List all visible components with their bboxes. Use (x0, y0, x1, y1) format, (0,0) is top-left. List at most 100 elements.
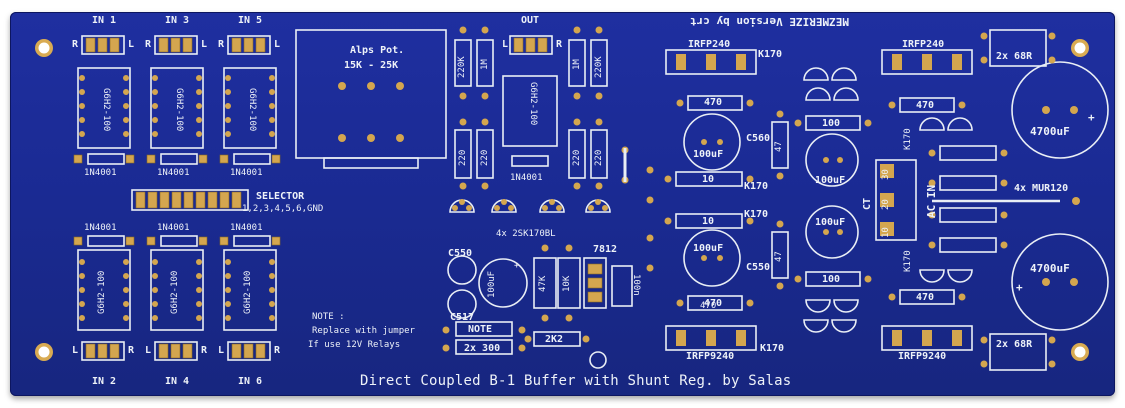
c4700u-top: 4700uF (1030, 125, 1070, 138)
k170-1: K170 (758, 49, 783, 60)
in1-l: L (128, 39, 135, 50)
note-line1: Replace with jumper (312, 326, 415, 336)
r100-2: 100 (822, 274, 841, 285)
r2x68-top: 2x 68R (996, 51, 1033, 62)
note-line2: If use 12V Relays (308, 340, 401, 350)
irfp240-right: IRFP240 (902, 39, 945, 50)
relay-label-2: G6H2-100 (97, 270, 107, 314)
mounting-holes (35, 39, 1089, 361)
r47k: 47K (538, 275, 548, 292)
r470-1: 470 (704, 97, 723, 108)
r220k-left: 220K (457, 56, 467, 78)
diode-label-bottom-4: 1N4001 (157, 223, 190, 233)
input-headers-bottom (81, 341, 271, 361)
c4700u-bottom: 4700uF (1030, 262, 1070, 275)
note-title: NOTE : (312, 312, 345, 322)
in6-r: R (274, 345, 281, 356)
diode-label-top-3: 1N4001 (157, 168, 190, 178)
in4-label: IN 4 (165, 376, 190, 387)
r220-4: 220 (594, 149, 604, 166)
selector-title: SELECTOR (256, 191, 305, 202)
relays-bottom (77, 249, 277, 331)
r470-4: 470 (916, 292, 935, 303)
version-label: MEZMERIZE Version by crt (690, 15, 849, 28)
c550-label-right: C550 (746, 262, 771, 273)
k170-3: K170 (744, 209, 769, 220)
r220k-right: 220K (594, 56, 604, 78)
in3-r: R (145, 39, 152, 50)
label-470-bottom: 470 (700, 301, 717, 311)
diode-label-bottom-2: 1N4001 (84, 223, 117, 233)
note-box: NOTE (468, 324, 493, 335)
c4700u-top-plus: + (1088, 111, 1095, 124)
r2x300: 2x 300 (464, 343, 501, 354)
k170-2: K170 (744, 181, 769, 192)
pot-footprint (295, 29, 447, 169)
in2-r: R (128, 345, 135, 356)
in3-label: IN 3 (165, 15, 190, 26)
r2x68-bottom: 2x 68R (996, 339, 1033, 350)
out-l: L (502, 39, 509, 50)
r10k: 10K (562, 275, 572, 292)
r1m-left: 1M (480, 59, 490, 70)
reg-7812: 7812 (593, 244, 618, 255)
c100u-3: 100uF (815, 175, 846, 186)
r47-2: 47 (774, 251, 784, 262)
relay-label-6: G6H2-100 (243, 270, 253, 314)
c517-label: C517 (450, 312, 475, 323)
pot-value: 15K - 25K (344, 60, 399, 71)
relay-label-4: G6H2-100 (170, 270, 180, 314)
t30-label: 30 (881, 169, 891, 180)
board-title: Direct Coupled B-1 Buffer with Shunt Reg… (360, 373, 792, 389)
diode-label-bottom-6: 1N4001 (230, 223, 263, 233)
in5-label: IN 5 (238, 15, 263, 26)
regulator-section (442, 234, 654, 369)
relay-label-3: G6H2-100 (174, 88, 184, 132)
r220-2: 220 (480, 149, 490, 166)
c100n: 100n (631, 274, 641, 296)
r470-3: 470 (916, 100, 935, 111)
k170-6: K170 (903, 250, 913, 272)
diodes-top (73, 153, 281, 165)
r100-1: 100 (822, 118, 841, 129)
t10-label: 10 (881, 227, 891, 238)
in4-r: R (201, 345, 208, 356)
in6-label: IN 6 (238, 376, 263, 387)
in5-r: R (218, 39, 225, 50)
jfets (449, 199, 611, 213)
r1m-right: 1M (572, 59, 582, 70)
relays-top (77, 67, 277, 149)
in2-l: L (72, 345, 79, 356)
c560-label: C560 (746, 133, 771, 144)
r2k2: 2K2 (545, 334, 564, 345)
selector-pins: 1,2,3,4,5,6,GND (242, 204, 324, 214)
relay-label-5: G6H2-100 (247, 88, 257, 132)
diode-label-top-1: 1N4001 (84, 168, 117, 178)
power-section (664, 29, 1109, 371)
jfet-label: 4x 2SK170BL (496, 229, 556, 239)
diode-label-top-5: 1N4001 (230, 168, 263, 178)
irfp9240-right: IRFP9240 (898, 351, 947, 362)
in5-l: L (274, 39, 281, 50)
irfp240-left: IRFP240 (688, 39, 731, 50)
in3-l: L (201, 39, 208, 50)
c100u-reg-plus: + (514, 261, 520, 271)
r47-1: 47 (774, 141, 784, 152)
mur-label: 4x MUR120 (1014, 183, 1069, 194)
in4-l: L (145, 345, 152, 356)
t20-label: 20 (881, 199, 891, 210)
r470-2: 470 (704, 298, 723, 309)
in6-l: L (218, 345, 225, 356)
out-r: R (556, 39, 563, 50)
pot-label: Alps Pot. (350, 45, 405, 56)
in1-label: IN 1 (92, 15, 117, 26)
r10-2: 10 (702, 216, 715, 227)
c100u-2: 100uF (693, 243, 724, 254)
relay-label-out: G6H2-100 (528, 82, 538, 126)
c100u-1: 100uF (693, 149, 724, 160)
c100u-4: 100uF (815, 217, 846, 228)
r10-1: 10 (702, 174, 715, 185)
r220-1: 220 (458, 149, 468, 166)
diodes-bottom (73, 235, 281, 247)
c100u-reg: 100uF (487, 270, 497, 298)
